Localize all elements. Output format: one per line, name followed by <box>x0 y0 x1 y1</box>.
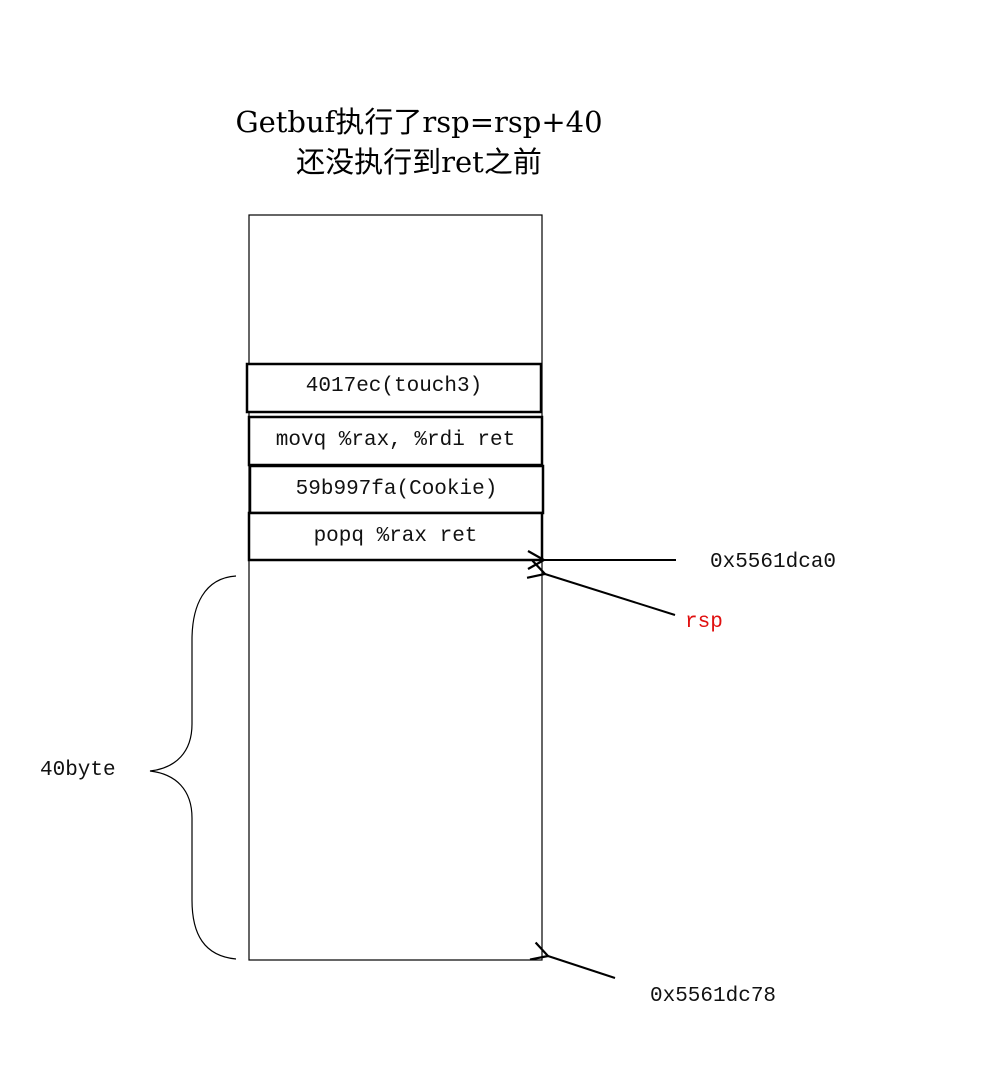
cell-label-popq: popq %rax ret <box>313 525 478 548</box>
buffer-brace <box>149 575 237 960</box>
rsp-label: rsp <box>685 611 723 634</box>
stack-cell-touch3 <box>245 362 543 414</box>
diagram-title-line1: Getbuf执行了rsp=rsp+40 <box>235 105 603 139</box>
top-address-label: 0x5561dca0 <box>710 551 837 574</box>
bottom-address-arrow <box>548 956 616 979</box>
stack-frame <box>248 214 543 961</box>
diagram-title-line2: 还没执行到ret之前 <box>296 145 542 179</box>
bottom-address-label: 0x5561dc78 <box>650 985 777 1008</box>
buffer-size-label: 40byte <box>40 759 116 782</box>
cell-label-touch3: 4017ec(touch3) <box>305 375 483 398</box>
rsp-arrow <box>545 574 676 616</box>
stack-cell-popq <box>247 511 544 562</box>
cell-label-cookie: 59b997fa(Cookie) <box>295 478 498 501</box>
stack-cell-cookie <box>248 464 545 515</box>
cell-label-movq: movq %rax, %rdi ret <box>275 429 516 452</box>
